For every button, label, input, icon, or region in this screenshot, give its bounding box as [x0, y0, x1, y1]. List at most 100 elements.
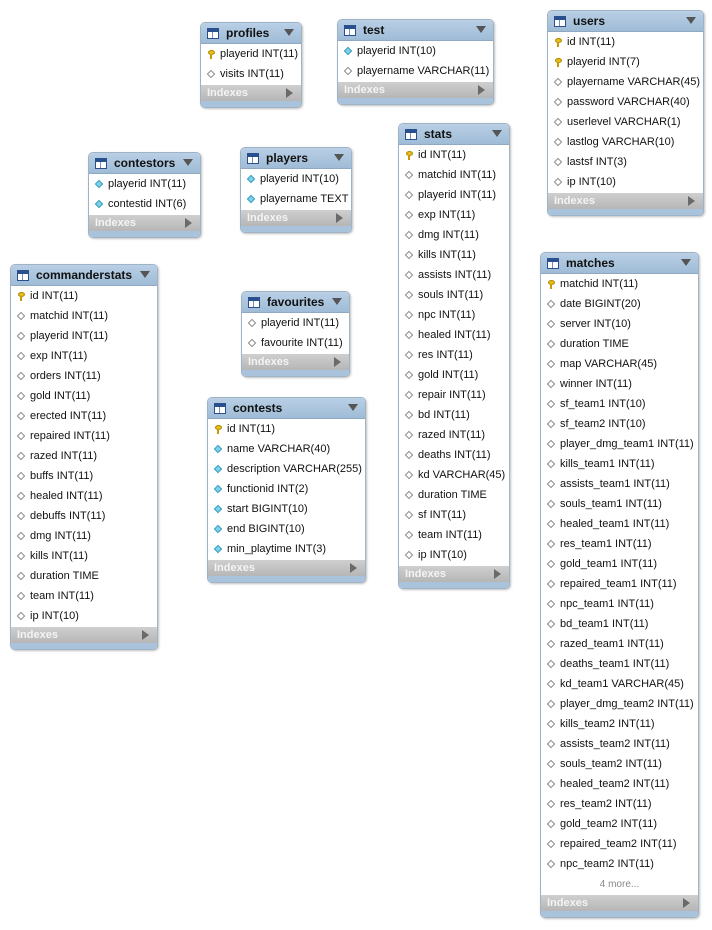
table-header[interactable]: contests — [208, 398, 365, 419]
column-row[interactable]: assists INT(11) — [399, 265, 509, 285]
column-row[interactable]: razed_team1 INT(11) — [541, 634, 698, 654]
collapse-toggle-icon[interactable] — [183, 159, 193, 166]
column-row[interactable]: id INT(11) — [399, 145, 509, 165]
column-row[interactable]: sf INT(11) — [399, 505, 509, 525]
column-row[interactable]: buffs INT(11) — [11, 466, 157, 486]
column-row[interactable]: duration TIME — [399, 485, 509, 505]
expand-indexes-icon[interactable] — [142, 630, 149, 640]
column-row[interactable]: matchid INT(11) — [541, 274, 698, 294]
column-row[interactable]: gold INT(11) — [11, 386, 157, 406]
column-row[interactable]: playerid INT(11) — [399, 185, 509, 205]
collapse-toggle-icon[interactable] — [492, 130, 502, 137]
more-columns-indicator[interactable]: 4 more... — [599, 878, 640, 890]
column-row[interactable]: playerid INT(7) — [548, 52, 703, 72]
column-row[interactable]: res INT(11) — [399, 345, 509, 365]
table-header[interactable]: users — [548, 11, 703, 32]
indexes-section[interactable]: Indexes — [89, 215, 200, 231]
column-row[interactable]: ip INT(10) — [399, 545, 509, 565]
column-row[interactable]: playerid INT(10) — [241, 169, 351, 189]
column-row[interactable]: assists_team2 INT(11) — [541, 734, 698, 754]
column-row[interactable]: description VARCHAR(255) — [208, 459, 365, 479]
indexes-section[interactable]: Indexes — [208, 560, 365, 576]
column-row[interactable]: playerid INT(11) — [89, 174, 200, 194]
collapse-toggle-icon[interactable] — [681, 259, 691, 266]
column-row[interactable]: debuffs INT(11) — [11, 506, 157, 526]
column-row[interactable]: id INT(11) — [208, 419, 365, 439]
column-row[interactable]: contestid INT(6) — [89, 194, 200, 214]
column-row[interactable]: npc_team1 INT(11) — [541, 594, 698, 614]
column-row[interactable]: bd_team1 INT(11) — [541, 614, 698, 634]
column-row[interactable]: razed INT(11) — [11, 446, 157, 466]
column-row[interactable]: deaths_team1 INT(11) — [541, 654, 698, 674]
column-row[interactable]: end BIGINT(10) — [208, 519, 365, 539]
column-row[interactable]: team INT(11) — [11, 586, 157, 606]
column-row[interactable]: id INT(11) — [11, 286, 157, 306]
column-row[interactable]: healed_team1 INT(11) — [541, 514, 698, 534]
column-row[interactable]: id INT(11) — [548, 32, 703, 52]
collapse-toggle-icon[interactable] — [476, 26, 486, 33]
column-row[interactable]: favourite INT(11) — [242, 333, 349, 353]
expand-indexes-icon[interactable] — [286, 88, 293, 98]
column-row[interactable]: dmg INT(11) — [399, 225, 509, 245]
column-row[interactable]: assists_team1 INT(11) — [541, 474, 698, 494]
column-row[interactable]: deaths INT(11) — [399, 445, 509, 465]
indexes-section[interactable]: Indexes — [241, 210, 351, 226]
table-header[interactable]: commanderstats — [11, 265, 157, 286]
column-row[interactable]: date BIGINT(20) — [541, 294, 698, 314]
column-row[interactable]: res_team1 INT(11) — [541, 534, 698, 554]
column-row[interactable]: team INT(11) — [399, 525, 509, 545]
column-row[interactable]: kills INT(11) — [11, 546, 157, 566]
column-row[interactable]: erected INT(11) — [11, 406, 157, 426]
indexes-section[interactable]: Indexes — [338, 82, 493, 98]
column-row[interactable]: exp INT(11) — [399, 205, 509, 225]
column-row[interactable]: healed INT(11) — [11, 486, 157, 506]
column-row[interactable]: souls_team1 INT(11) — [541, 494, 698, 514]
collapse-toggle-icon[interactable] — [140, 271, 150, 278]
column-row[interactable]: matchid INT(11) — [399, 165, 509, 185]
expand-indexes-icon[interactable] — [350, 563, 357, 573]
indexes-section[interactable]: Indexes — [548, 193, 703, 209]
column-row[interactable]: map VARCHAR(45) — [541, 354, 698, 374]
column-row[interactable]: gold_team2 INT(11) — [541, 814, 698, 834]
column-row[interactable]: duration TIME — [11, 566, 157, 586]
expand-indexes-icon[interactable] — [336, 213, 343, 223]
column-row[interactable]: orders INT(11) — [11, 366, 157, 386]
column-row[interactable]: player_dmg_team1 INT(11) — [541, 434, 698, 454]
column-row[interactable]: ip INT(10) — [11, 606, 157, 626]
table-header[interactable]: contestors — [89, 153, 200, 174]
column-row[interactable]: kd VARCHAR(45) — [399, 465, 509, 485]
indexes-section[interactable]: Indexes — [242, 354, 349, 370]
expand-indexes-icon[interactable] — [688, 196, 695, 206]
column-row[interactable]: exp INT(11) — [11, 346, 157, 366]
column-row[interactable]: sf_team1 INT(10) — [541, 394, 698, 414]
column-row[interactable]: userlevel VARCHAR(1) — [548, 112, 703, 132]
column-row[interactable]: start BIGINT(10) — [208, 499, 365, 519]
column-row[interactable]: lastsf INT(3) — [548, 152, 703, 172]
column-row[interactable]: repaired_team1 INT(11) — [541, 574, 698, 594]
column-row[interactable]: server INT(10) — [541, 314, 698, 334]
column-row[interactable]: player_dmg_team2 INT(11) — [541, 694, 698, 714]
column-row[interactable]: gold INT(11) — [399, 365, 509, 385]
column-row[interactable]: souls_team2 INT(11) — [541, 754, 698, 774]
expand-indexes-icon[interactable] — [478, 85, 485, 95]
column-row[interactable]: playerid INT(11) — [201, 44, 301, 64]
collapse-toggle-icon[interactable] — [332, 298, 342, 305]
column-row[interactable]: playername VARCHAR(45) — [548, 72, 703, 92]
column-row[interactable]: winner INT(11) — [541, 374, 698, 394]
column-row[interactable]: playername TEXT — [241, 189, 351, 209]
column-row[interactable]: password VARCHAR(40) — [548, 92, 703, 112]
expand-indexes-icon[interactable] — [334, 357, 341, 367]
indexes-section[interactable]: Indexes — [541, 895, 698, 911]
column-row[interactable]: duration TIME — [541, 334, 698, 354]
column-row[interactable]: playerid INT(10) — [338, 41, 493, 61]
column-row[interactable]: repaired INT(11) — [11, 426, 157, 446]
column-row[interactable]: razed INT(11) — [399, 425, 509, 445]
table-header[interactable]: favourites — [242, 292, 349, 313]
